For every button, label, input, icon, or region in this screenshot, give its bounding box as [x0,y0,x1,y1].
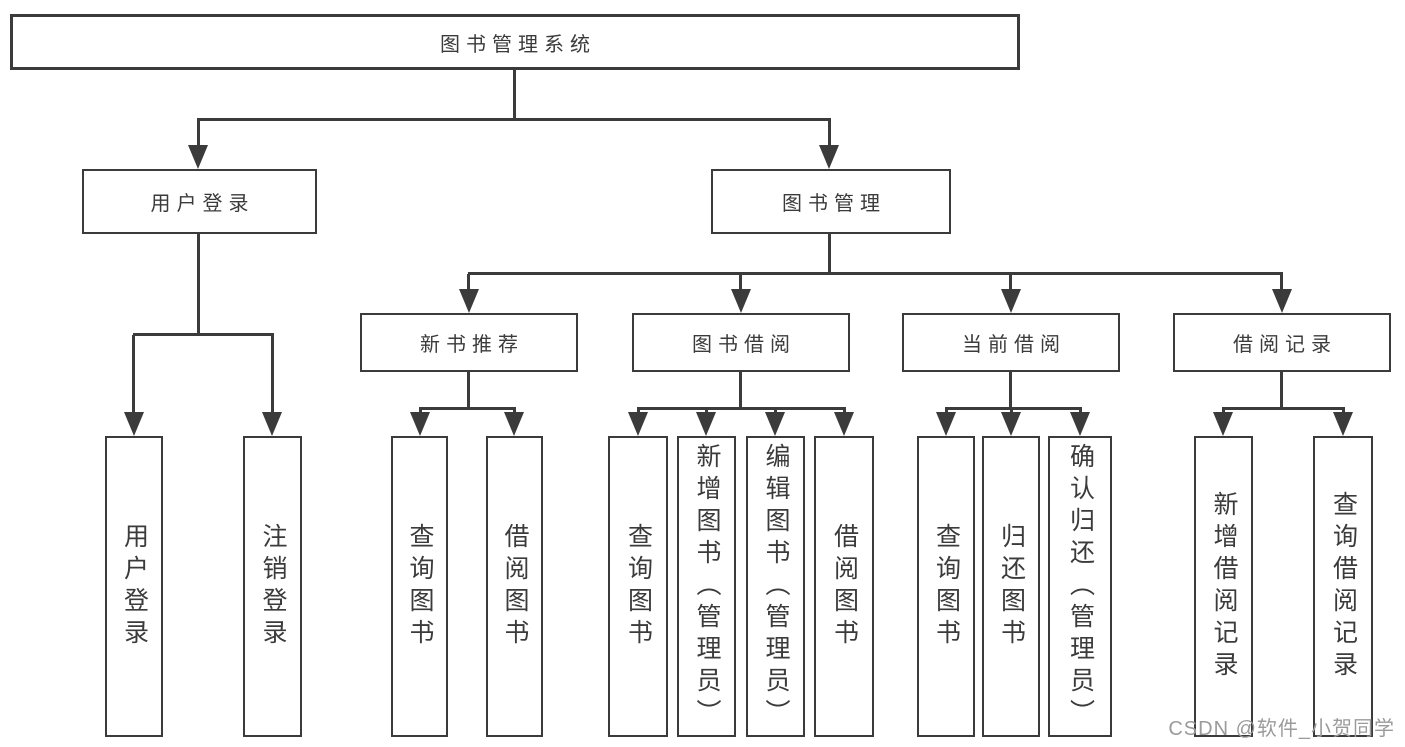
node-current-borrow: 当前借阅 [902,313,1120,372]
node-user-login-label: 用户登录 [150,193,255,215]
node-current-borrow-label: 当前借阅 [962,334,1066,356]
arrow-down [504,412,524,436]
arrow-down [819,145,839,169]
leaf-current-confirm-return-admin-label: 确认归还（管理员） [1066,442,1095,731]
connector-line [513,70,516,118]
arrow-down [1070,412,1090,436]
leaf-records-query-record-label: 查询借阅记录 [1329,490,1358,683]
leaf-borrowing-edit-book-admin: 编辑图书（管理员） [746,436,805,737]
connector-line [1280,372,1283,407]
leaf-current-return-book-label: 归还图书 [997,522,1026,651]
connector-line [637,407,846,410]
leaf-current-query-book: 查询图书 [917,436,975,737]
connector-line [468,272,1283,275]
connector-line [828,234,831,272]
csdn-watermark: CSDN @软件_小贺同学 [1168,718,1395,740]
leaf-logout: 注销登录 [243,436,302,737]
leaf-user-login: 用户登录 [105,436,163,737]
node-book-borrowing: 图书借阅 [632,313,850,372]
leaf-records-query-record: 查询借阅记录 [1313,436,1373,737]
arrow-down [1001,289,1021,313]
node-root-system: 图书管理系统 [10,14,1020,70]
node-new-book-recommend: 新书推荐 [360,313,578,372]
leaf-logout-label: 注销登录 [259,522,287,651]
arrow-down [936,412,956,436]
leaf-borrowing-query-book: 查询图书 [608,436,668,737]
connector-line [197,120,200,148]
leaf-borrowing-borrow-book-label: 借阅图书 [830,522,859,651]
leaf-borrowing-add-book-admin-label: 新增图书（管理员） [693,442,721,731]
node-book-borrowing-label: 图书借阅 [692,334,796,356]
connector-line [419,407,516,410]
connector-line [271,335,274,414]
leaf-newbooks-query-book-label: 查询图书 [406,522,434,651]
leaf-borrowing-edit-book-admin-label: 编辑图书（管理员） [762,442,790,731]
arrow-down [765,412,785,436]
leaf-borrowing-query-book-label: 查询图书 [624,522,653,651]
leaf-newbooks-borrow-book: 借阅图书 [486,436,543,737]
leaf-records-add-record-label: 新增借阅记录 [1210,490,1238,683]
connector-line [132,335,135,414]
connector-line [739,274,742,294]
connector-line [739,372,742,407]
arrow-down [696,412,716,436]
arrow-down [731,289,751,313]
leaf-newbooks-borrow-book-label: 借阅图书 [501,522,529,651]
node-root-system-label: 图书管理系统 [440,33,596,56]
connector-line [1280,274,1283,294]
leaf-current-confirm-return-admin: 确认归还（管理员） [1048,436,1112,737]
node-user-login: 用户登录 [82,169,317,234]
arrow-down [628,412,648,436]
node-book-management-label: 图书管理 [782,193,886,215]
connector-line [1009,274,1012,294]
node-borrow-records: 借阅记录 [1173,313,1391,372]
connector-line [467,274,470,294]
connector-line [1009,372,1012,407]
arrow-down [1213,412,1233,436]
leaf-borrowing-add-book-admin: 新增图书（管理员） [677,436,736,737]
arrow-down [188,145,208,169]
arrow-down [124,412,144,436]
leaf-newbooks-query-book: 查询图书 [391,436,448,737]
node-new-book-recommend-label: 新书推荐 [420,334,524,356]
connector-line [1222,407,1345,410]
leaf-user-login-label: 用户登录 [120,522,149,651]
arrow-down [410,412,430,436]
arrow-down [1333,412,1353,436]
leaf-borrowing-borrow-book: 借阅图书 [814,436,874,737]
connector-line [197,234,200,333]
leaf-current-return-book: 归还图书 [982,436,1040,737]
arrow-down [1001,412,1021,436]
arrow-down [834,412,854,436]
arrow-down [459,289,479,313]
connector-line [828,120,831,148]
leaf-records-add-record: 新增借阅记录 [1194,436,1253,737]
connector-line [133,333,274,336]
node-book-management: 图书管理 [711,169,951,234]
connector-line [945,407,1082,410]
node-borrow-records-label: 借阅记录 [1233,334,1337,356]
connector-line [467,372,470,407]
arrow-down [1272,289,1292,313]
arrow-down [262,412,282,436]
leaf-current-query-book-label: 查询图书 [932,522,961,651]
connector-line [197,118,831,121]
